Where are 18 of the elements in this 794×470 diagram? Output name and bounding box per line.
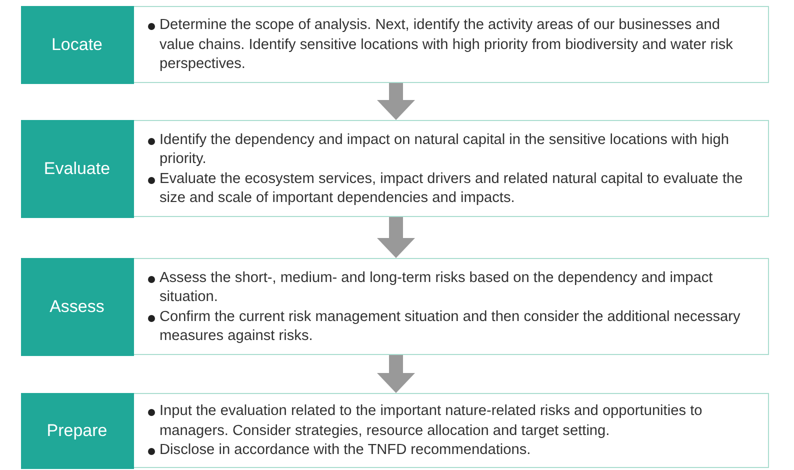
stage-card <box>21 6 769 83</box>
stage-card <box>21 393 769 468</box>
stage-label: Assess <box>20 258 134 356</box>
bullet-text: Confirm the current risk management situation and then consider the additional necessary measures against risks. <box>148 308 758 346</box>
bullet-text: Determine the scope of analysis. Next, identify the activity areas of our businesses and value chains. Identify sensitive locations with high priority from biodiversity and water risk perspectives. <box>148 16 758 75</box>
down-arrow <box>377 83 415 120</box>
down-arrow <box>377 217 415 258</box>
stage-card <box>21 120 769 217</box>
bullet-text: Assess the short-, medium- and long-term risks based on the dependency and impact situation. <box>148 268 758 308</box>
bullet-text: Evaluate the ecosystem services, impact drivers and related natural capital to evaluate the size and scale of important dependencies and impacts. <box>148 170 758 208</box>
bullet-text: Input the evaluation related to the important nature-related risks and opportunities to managers. Consider strategies, resource allocation and target setting. <box>148 402 758 442</box>
stage-label: Locate <box>20 6 134 84</box>
down-arrow <box>377 355 415 393</box>
bullet-text: Identify the dependency and impact on natural capital in the sensitive locations with high priority. <box>148 130 758 170</box>
bullet-text: Disclose in accordance with the TNFD recommendations. <box>148 441 758 461</box>
stage-label: Evaluate <box>20 120 134 218</box>
stage-card <box>21 258 769 355</box>
stage-label: Prepare <box>20 392 134 468</box>
